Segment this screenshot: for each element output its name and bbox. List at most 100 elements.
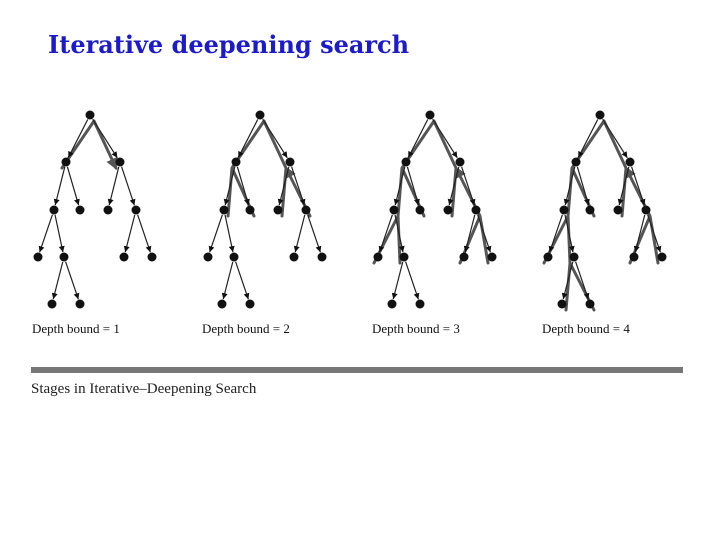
tree-node [569,252,579,262]
tree-node [103,205,113,215]
tree-edge [293,214,306,253]
tree-edge [631,166,646,206]
tree-edge [447,166,460,206]
tree-edge [65,261,80,300]
tree-edge [223,166,236,206]
tree-edge [38,214,53,253]
tree-panel-1: Depth bound = 1 [32,110,157,336]
separator-rule [31,367,683,373]
tree-node [47,299,57,309]
tree-node [543,252,553,262]
tree-node [595,110,605,120]
tree-edge [406,166,420,206]
tree-node [85,110,95,120]
depth-bound-label: Depth bound = 2 [202,321,290,336]
tree-node [203,252,213,262]
tree-edge [54,214,65,253]
tree-edge [563,166,576,206]
tree-edge [405,261,420,300]
tree-node [229,252,239,262]
tree-edge [561,261,574,300]
tree-node [629,252,639,262]
tree-edge [291,166,306,206]
tree-edge [432,118,458,159]
tree-edge [461,166,476,206]
tree-node [387,299,397,309]
tree-node [273,205,283,215]
tree-node [443,205,453,215]
tree-node [585,299,595,309]
slide-title: Iterative deepening search [48,30,410,59]
tree-edge [633,214,646,253]
tree-edge [236,166,250,206]
tree-edge [463,214,476,253]
tree-edge [564,214,575,253]
tree-node [557,299,567,309]
tree-edge [394,214,405,253]
tree-edge [262,118,288,159]
tree-node [219,205,229,215]
tree-edge [92,118,118,159]
traversal-path [542,119,660,312]
tree-node [455,157,465,167]
tree-panel-3: Depth bound = 3 [372,110,497,336]
tree-panel-4: Depth bound = 4 [542,110,667,336]
tree-node [399,252,409,262]
tree-node [255,110,265,120]
tree-edge [121,166,136,206]
tree-node [613,205,623,215]
tree-edge [277,166,290,206]
tree-node [373,252,383,262]
tree-edge [378,214,393,253]
depth-bound-label: Depth bound = 4 [542,321,630,336]
tree-node [471,205,481,215]
tree-node [119,252,129,262]
tree-edge [477,214,492,253]
tree-panel-2: Depth bound = 2 [202,110,327,336]
tree-node [131,205,141,215]
tree-node [389,205,399,215]
tree-node [571,157,581,167]
tree-edge [235,261,250,300]
traversal-path [372,119,490,265]
tree-edge [66,166,80,206]
tree-edge [577,119,599,158]
tree-node [415,205,425,215]
tree-node [217,299,227,309]
tree-edge [548,214,563,253]
tree-node [401,157,411,167]
tree-node [487,252,497,262]
figure-caption: Stages in Iterative–Deepening Search [31,381,257,397]
tree-node [641,205,651,215]
tree-edge [224,214,235,253]
traversal-path [226,119,312,218]
tree-node [415,299,425,309]
tree-edge [393,166,406,206]
tree-node [49,205,59,215]
tree-node [61,157,71,167]
tree-node [317,252,327,262]
tree-node [459,252,469,262]
tree-edge [575,261,590,300]
tree-edge [602,118,628,159]
depth-bound-label: Depth bound = 3 [372,321,460,336]
tree-edge [53,166,66,206]
tree-node [585,205,595,215]
tree-node [33,252,43,262]
tree-edge [391,261,404,300]
tree-node [301,205,311,215]
tree-node [75,299,85,309]
tree-edge [307,214,322,253]
tree-edge [617,166,630,206]
traversal-path [60,119,118,171]
tree-edge [237,119,259,158]
tree-node [285,157,295,167]
tree-node [559,205,569,215]
tree-edge [576,166,590,206]
tree-edge [67,119,89,158]
tree-edge [407,119,429,158]
tree-node [245,299,255,309]
tree-node [59,252,69,262]
tree-edge [221,261,234,300]
